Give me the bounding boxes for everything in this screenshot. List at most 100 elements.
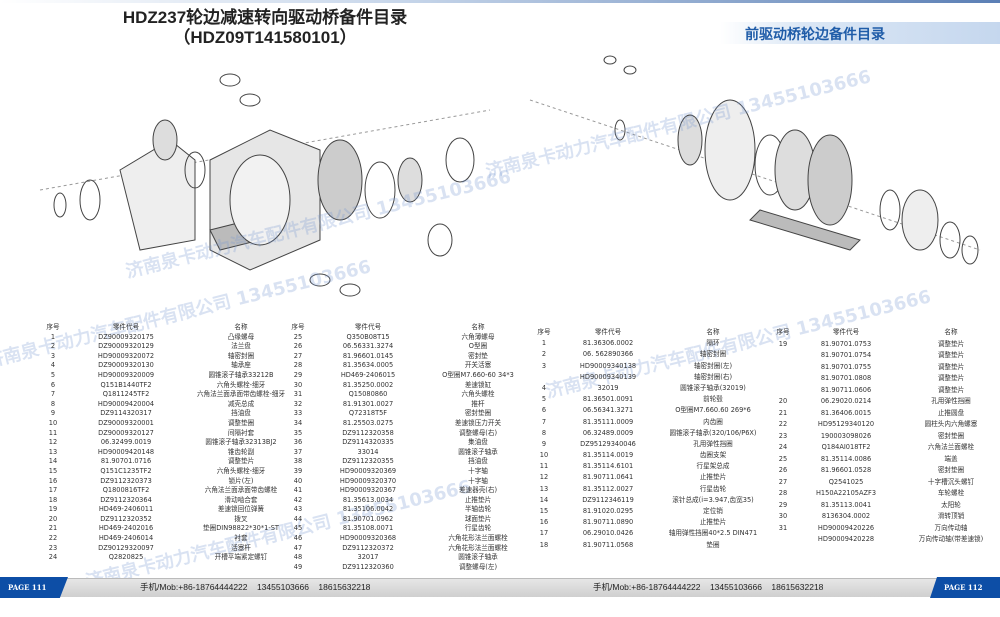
cell-code: 零件代号 [354,323,382,331]
cell-name: 差速器壳(右) [458,486,498,495]
cell-name: 定位销 [703,507,723,515]
cell-name: 名称 [706,328,720,336]
cell-name: 端盖 [944,454,958,463]
cell-name: 圆锥滚子轴承 [458,553,498,562]
cell-code: HD90009320369 [339,466,397,475]
cell-code: 零件代号 [112,323,140,331]
cell-name: 十字轴 [468,476,488,485]
cell-name: 密封垫 [468,351,488,360]
cell-name: 轴密封圈(左) [693,361,733,370]
cell-no: 9 [541,439,547,448]
cell-name: 轴密封圈 [227,351,255,360]
cell-code: 81.35106.0042 [342,505,394,514]
cell-no: 14 [48,457,58,466]
cell-code: HD95129340120 [817,420,875,428]
cell-code: DZ9114320317 [100,409,152,418]
cell-no: 37 [293,447,303,456]
cell-no: 21 [778,408,788,417]
table-header: 序号零件代号名称 [283,323,533,333]
cell-no: 12 [539,473,549,482]
cell-name: 推杆 [471,399,485,408]
cell-name: 调整垫片 [937,351,965,359]
cell-no: 19 [48,505,58,514]
cell-name: 轴密封圈(右) [693,372,733,381]
contact-right: 手机/Mob:+86-18764444222 13455103666 18615… [593,582,824,592]
cell-code: 81.90701.0755 [820,362,872,371]
table-header: 序号零件代号名称 [530,327,768,338]
cell-name: 名称 [234,323,248,331]
table-row: 3 HD90009320072 轴密封圈 [35,352,301,362]
cell-name: 六角花形法兰面螺栓 [448,543,508,552]
cell-name: 止推圆盘 [937,408,965,417]
cell-no: 32 [293,399,303,408]
cell-code: 81.91301.0027 [342,399,394,408]
cell-code: 81.96601.0145 [342,351,394,360]
cell-code: DZ90009320129 [98,342,154,351]
cell-no: 46 [293,534,303,543]
cell-no: 8 [541,428,547,437]
cell-code: 零件代号 [832,328,860,336]
cell-no: 47 [293,543,303,552]
cell-name: 拨叉 [234,514,248,523]
cell-no: 31 [293,390,303,399]
cell-code: 06.32499.0019 [100,438,152,447]
cell-no: 26 [778,466,788,474]
cell-code: DZ9112320360 [342,562,394,571]
cell-name: 隔环 [706,339,720,348]
cell-code: DZ9112320358 [342,428,394,437]
cell-code: Q15080860 [348,390,388,399]
cell-name: 活塞杆 [231,543,251,552]
cell-code: 81.90711.0568 [582,540,634,549]
cell-code: 81.35114.6101 [582,462,634,471]
cell-code: 81.90711.0890 [582,518,634,527]
cell-name: 六角头螺栓-细牙 [216,466,266,475]
cell-no [770,362,796,374]
cell-name: 滑动啮合套 [224,495,258,504]
cell-no: 序号 [776,328,790,336]
cell-no: 3 [50,351,56,360]
cell-code: HD90009320072 [97,351,155,360]
cell-name: 滑转顶销 [937,512,965,520]
cell-code: 81.35111.0009 [582,417,634,426]
cell-name: 前轮毂 [703,395,723,404]
cell-code: HD90009340139 [579,372,637,381]
cell-code: 81.36306.0002 [582,339,634,348]
cell-code: HD469-2402016 [98,524,154,533]
table-row: HD90009340139 轴密封圈(右) [530,372,768,383]
cell-no: 4 [541,383,547,392]
cell-name: 锁片(左) [228,476,254,485]
cell-code: DZ9112346119 [582,495,634,504]
cell-code: 06. 562890366 [582,350,634,359]
cell-code: Q184AI018TF2 [821,443,871,451]
cell-no: 33 [293,409,303,418]
table-header: 序号零件代号名称 [770,327,1000,339]
cell-code: 零件代号 [594,328,622,336]
cell-no: 25 [778,454,788,463]
cell-no: 4 [50,361,56,370]
cell-name: 六角花形法兰面螺栓 [448,534,508,543]
